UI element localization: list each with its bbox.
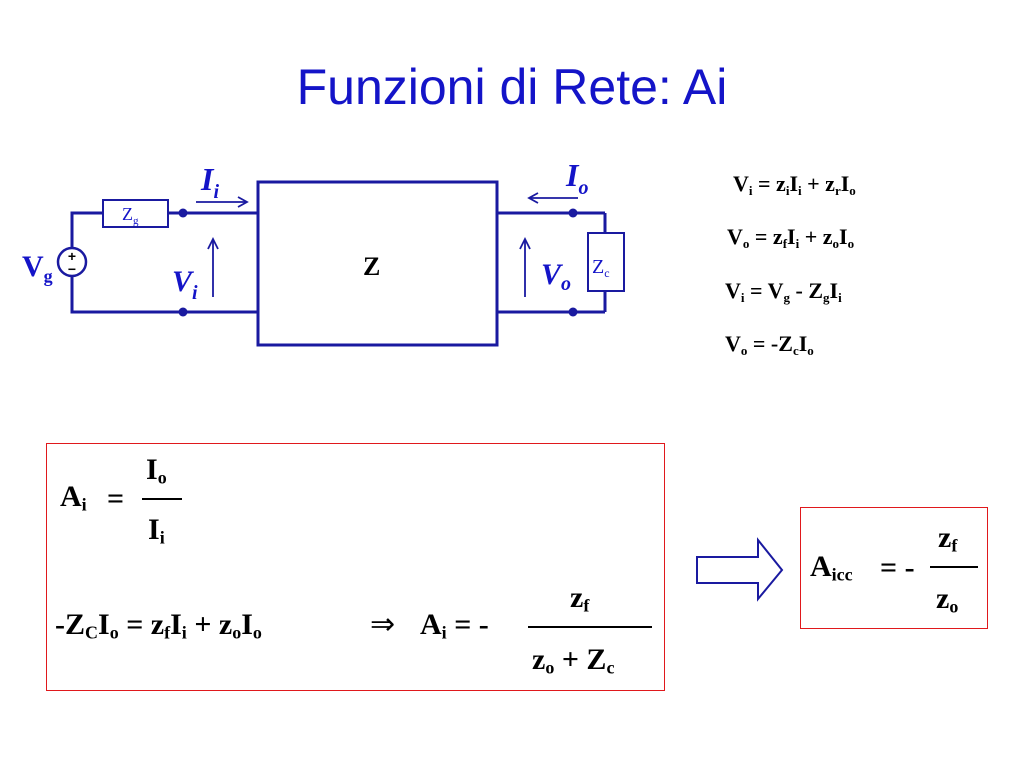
ai-fraction-bar [142,498,182,500]
vi-label: Vi [172,265,198,304]
ai-result-numerator: zf [570,581,590,616]
equation-vo: Vo = zfIi + zoIo [727,224,855,251]
two-port-box [256,180,499,347]
zg-label: Zg [122,204,139,227]
zg-impedance-box [102,199,169,228]
vo-label: Vo [541,258,571,295]
equation-vi: Vi = ziIi + zrIo [733,171,856,198]
ai-result-fraction-bar [528,626,652,628]
ai-denominator: Ii [148,513,165,548]
minus-sign: − [68,261,76,277]
aicc-lhs: Aicc [810,550,853,585]
ii-label: Ii [200,161,219,203]
derivation-box [46,443,665,691]
terminal-dot [568,208,578,218]
aicc-equals: = - [880,551,915,584]
ai-result-lhs: Ai = - [420,608,489,643]
circuit-wires [70,211,607,314]
terminal-dot [178,307,188,317]
aicc-fraction-bar [930,566,978,568]
current-voltage-arrows [196,192,578,297]
terminal-dot [568,307,578,317]
ai-lhs: Ai [60,480,87,515]
plus-sign: + [68,248,76,264]
zc-label: Zc [592,256,610,280]
equation-vi-source: Vi = Vg - ZgIi [725,278,842,305]
implies-arrow: ⇒ [370,608,396,641]
terminal-dot [178,208,188,218]
ai-numerator: Io [146,453,167,488]
ai-result-denominator: zo + Zc [532,643,615,678]
two-port-label: Z [363,252,380,281]
vg-label: Vg [22,250,53,286]
derivation-equation: -ZCIo = zfIi + zoIo [55,608,262,643]
io-label: Io [565,157,588,199]
aicc-denominator: zo [936,582,959,617]
zc-impedance-box [587,232,625,292]
voltage-source-icon [56,246,88,278]
equation-vo-load: Vo = -ZcIo [725,331,814,358]
slide-title: Funzioni di Rete: Ai [296,59,728,115]
result-box [800,507,988,629]
ai-equals: = [107,482,125,515]
aicc-numerator: zf [938,521,958,556]
